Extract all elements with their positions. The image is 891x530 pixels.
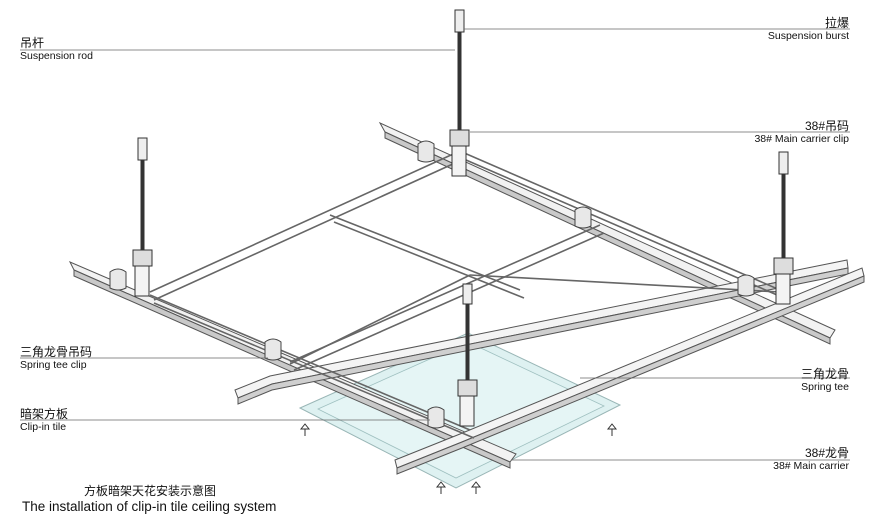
label-suspension-rod: 吊杆 Suspension rod (20, 36, 93, 62)
label-main-carrier-zh: 38#龙骨 (804, 446, 849, 460)
spring-tee-clips (109, 140, 755, 429)
lift-arrows (299, 423, 618, 494)
label-main-carrier-clip: 38#吊码 38# Main carrier clip (754, 119, 849, 145)
label-main-carrier-clip-zh: 38#吊码 (804, 119, 849, 133)
label-spring-tee-clip: 三角龙骨吊码 Spring tee clip (20, 345, 92, 371)
label-spring-tee-clip-zh: 三角龙骨吊码 (20, 345, 93, 359)
label-main-carrier-clip-en: 38# Main carrier clip (754, 133, 849, 145)
label-spring-tee: 三角龙骨 Spring tee (801, 367, 849, 393)
label-clip-in-tile-zh: 暗架方板 (20, 407, 69, 421)
grid-frame (149, 149, 785, 439)
label-suspension-burst-en: Suspension burst (767, 30, 849, 42)
suspension-rods (132, 9, 794, 427)
label-suspension-burst: 拉爆 Suspension burst (768, 16, 849, 42)
label-spring-tee-clip-en: Spring tee clip (20, 359, 87, 371)
label-suspension-rod-zh: 吊杆 (20, 36, 45, 50)
label-clip-in-tile-en: Clip-in tile (20, 421, 67, 433)
label-spring-tee-en: Spring tee (801, 381, 849, 393)
caption-en: The installation of clip-in tile ceiling… (22, 499, 277, 514)
label-spring-tee-zh: 三角龙骨 (800, 367, 849, 381)
label-clip-in-tile: 暗架方板 Clip-in tile (20, 407, 68, 433)
spring-tee (234, 259, 865, 475)
diagram-caption: 方板暗架天花安装示意图 The installation of clip-in … (22, 484, 276, 513)
label-suspension-rod-en: Suspension rod (20, 50, 93, 62)
leader-lines (20, 28, 850, 461)
label-suspension-burst-zh: 拉爆 (824, 16, 849, 30)
label-main-carrier-en: 38# Main carrier (773, 460, 849, 472)
caption-zh: 方板暗架天花安装示意图 (84, 484, 217, 498)
label-main-carrier: 38#龙骨 38# Main carrier (773, 446, 849, 472)
